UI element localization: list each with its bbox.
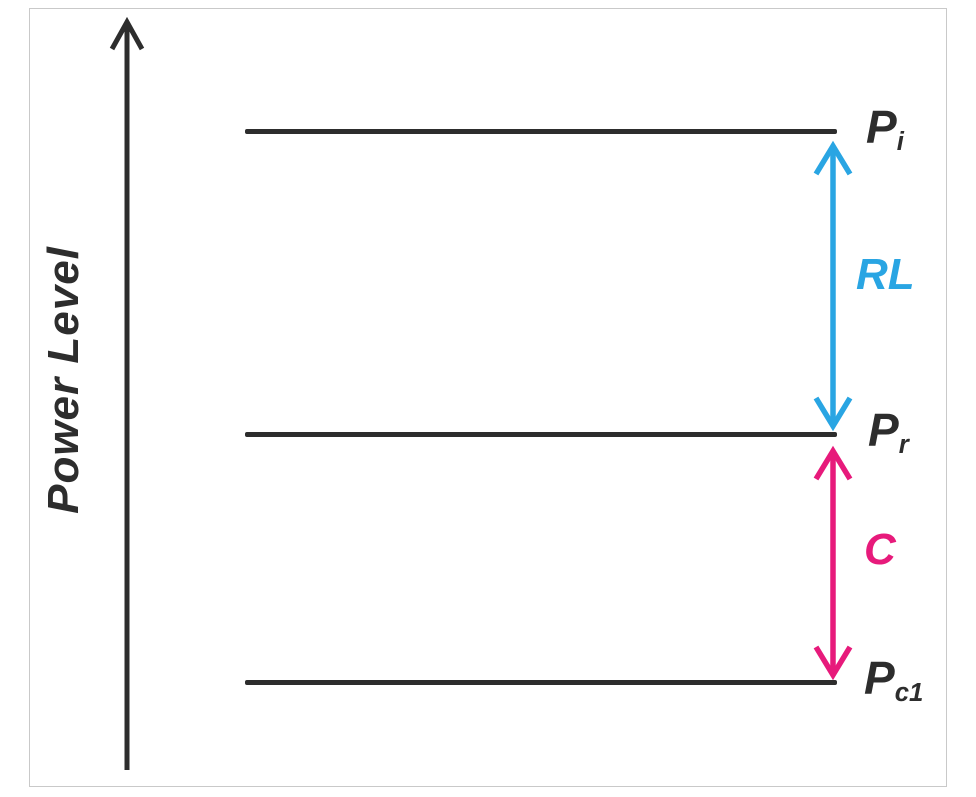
- c-double-arrow-icon: [813, 445, 853, 681]
- level-line-pi: [245, 129, 837, 134]
- figure-frame: [29, 8, 947, 787]
- label-pr-subscript: r: [898, 431, 909, 460]
- label-rl: RL: [856, 250, 915, 299]
- label-pc1: Pc1: [864, 654, 923, 707]
- label-pi-subscript: i: [896, 128, 904, 157]
- label-pr: Pr: [868, 406, 909, 459]
- level-line-pr: [245, 432, 837, 437]
- label-pc1-subscript: c1: [894, 679, 924, 708]
- label-pi: Pi: [866, 103, 904, 156]
- power-axis-up-arrow-icon: [109, 16, 145, 770]
- level-line-pc1: [245, 680, 837, 685]
- label-c: C: [864, 525, 896, 574]
- label-pc1-symbol: P: [864, 652, 895, 704]
- label-pi-symbol: P: [866, 101, 897, 153]
- rl-double-arrow-icon: [813, 140, 853, 432]
- label-pr-symbol: P: [868, 404, 899, 456]
- axis-label: Power Level: [39, 246, 88, 514]
